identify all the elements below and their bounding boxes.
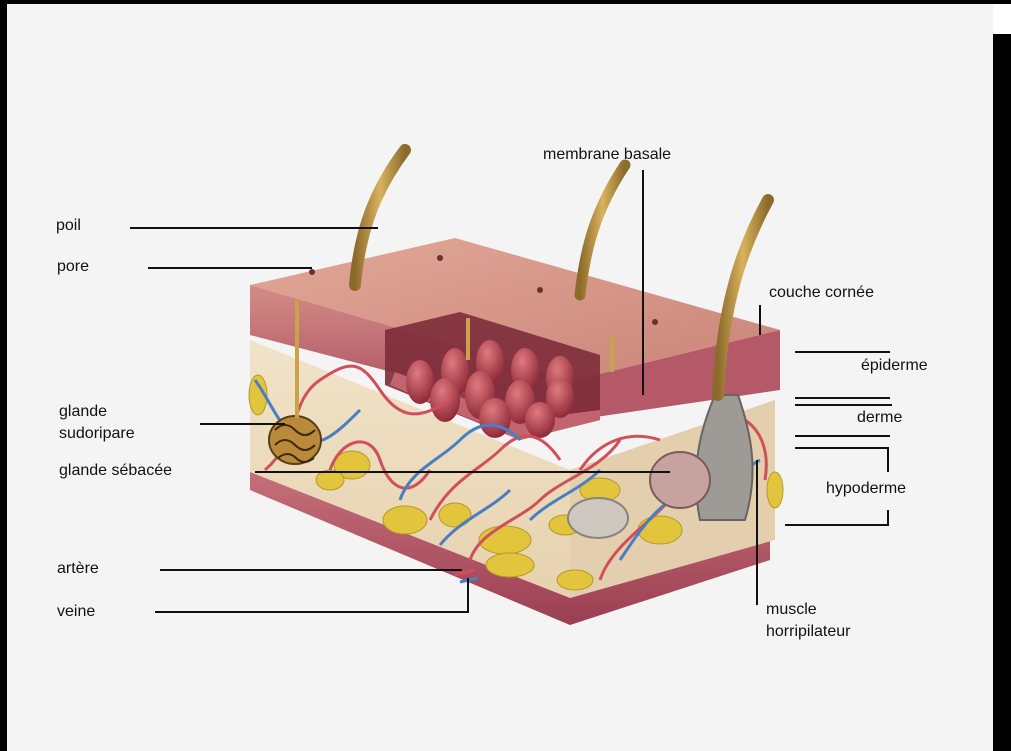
label-membrane-basale: membrane basale [543, 145, 671, 164]
label-derme: derme [857, 408, 902, 427]
label-muscle-line1: muscle [766, 600, 817, 619]
label-muscle-line2: horripilateur [766, 622, 850, 641]
label-poil: poil [56, 216, 81, 235]
label-couche-cornee: couche cornée [769, 283, 874, 302]
label-glande-sebacee: glande sébacée [59, 461, 172, 480]
label-pore: pore [57, 257, 89, 276]
label-hypoderme: hypoderme [826, 479, 906, 498]
label-artere: artère [57, 559, 99, 578]
label-glande-sudoripare-line2: sudoripare [59, 424, 135, 443]
label-glande-sudoripare-line1: glande [59, 402, 107, 421]
leader-veine [155, 578, 468, 612]
leader-hypoderme-top [795, 448, 888, 472]
label-veine: veine [57, 602, 95, 621]
label-epiderme: épiderme [861, 356, 928, 375]
leader-hypoderme-bottom [785, 510, 888, 525]
